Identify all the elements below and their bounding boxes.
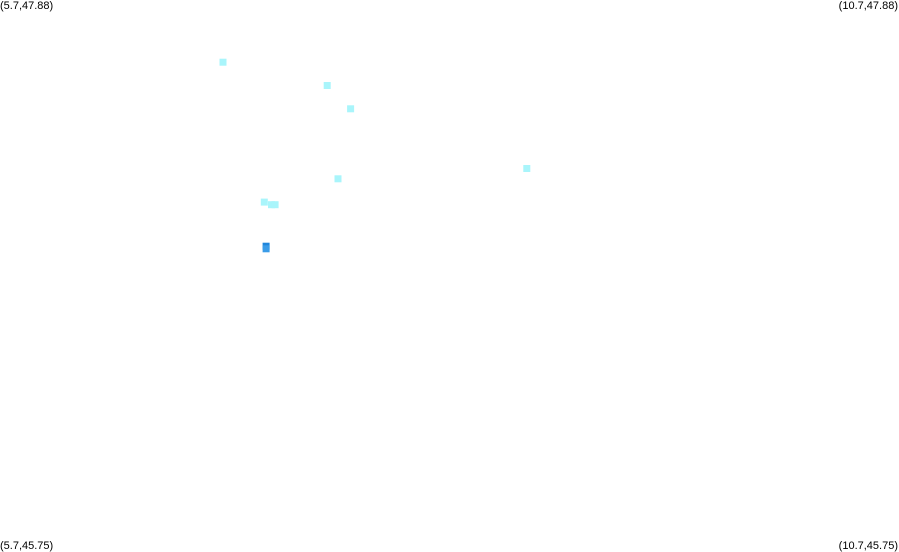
- corner-label-bottom-right: (10.7,45.75): [838, 540, 898, 552]
- map-marker-5[interactable]: [334, 175, 342, 183]
- corner-label-bottom-left: (5.7,45.75): [0, 540, 54, 552]
- map-marker-4[interactable]: [523, 165, 531, 172]
- corner-label-top-left: (5.7,47.88): [0, 0, 54, 12]
- map-marker-10[interactable]: [262, 245, 270, 253]
- map-marker-3[interactable]: [347, 105, 355, 113]
- map-marker-2[interactable]: [323, 82, 331, 89]
- map-marker-1[interactable]: [219, 58, 227, 66]
- map-marker-7[interactable]: [268, 201, 275, 209]
- map-marker-8[interactable]: [271, 201, 279, 209]
- corner-label-top-right: (10.7,47.88): [838, 0, 898, 12]
- map-marker-6[interactable]: [260, 198, 268, 206]
